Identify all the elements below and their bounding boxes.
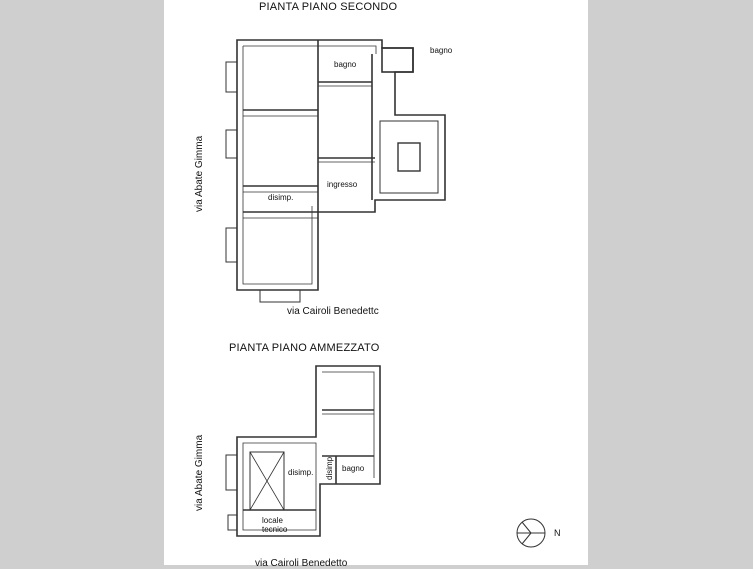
mezzanine-plan: [225, 365, 381, 537]
room-label-bagno: bagno: [334, 60, 357, 69]
room-label-disimp: disimp.: [268, 193, 294, 202]
second-floor-title: PIANTA PIANO SECONDO: [259, 1, 398, 13]
room-label-locale: locale: [262, 516, 283, 525]
mezzanine-title: PIANTA PIANO AMMEZZATO: [229, 342, 380, 354]
room-label-bagno-annex: bagno: [430, 46, 453, 55]
room-label-disimp-mezzanine: disimp.: [288, 468, 314, 477]
street-label-via-cairoli-bottom: via Cairoli Benedetto: [255, 558, 348, 569]
staircase: [379, 120, 439, 194]
north-compass: [516, 518, 546, 548]
street-label-via-abate-gimma-mezzanine: via Abate Gimma: [194, 434, 205, 511]
room-label-disimp-vertical: disimp: [325, 456, 334, 480]
street-label-via-cairoli: via Cairoli Benedettc: [287, 306, 379, 317]
room-label-bagno-mezzanine: bagno: [342, 464, 365, 473]
floor-plan-sheet: [164, 0, 588, 565]
annex-bagno-box: [381, 47, 414, 73]
second-floor-plan: [225, 39, 446, 303]
street-label-via-abate-gimma: via Abate Gimma: [194, 135, 205, 212]
room-label-ingresso: ingresso: [327, 180, 358, 189]
second-floor-outer-wall: [236, 39, 446, 291]
room-label-tecnico: tecnico: [262, 525, 288, 534]
mezzanine-outer-wall: [236, 365, 381, 537]
compass-north-label: N: [554, 528, 561, 538]
